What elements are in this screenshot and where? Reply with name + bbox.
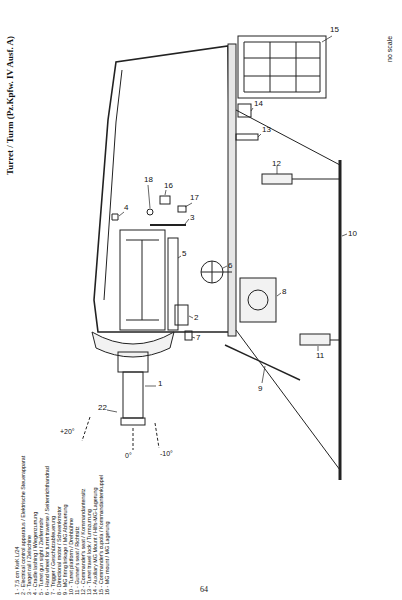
cupola-detail (244, 42, 320, 92)
legend-item: 1 - 7,5 cm KwK L/24 (14, 546, 20, 595)
page-number: 64 (200, 586, 208, 594)
angle-label: -10° (160, 450, 173, 457)
turret-ring (228, 44, 236, 336)
callout-number: 14 (254, 100, 263, 108)
traverse (201, 261, 276, 322)
seat-post (330, 340, 340, 341)
legend-item: 10 - Turret platform / Drehbühne (68, 518, 74, 595)
page-title: Turret / Turm (Pz.Kpfw. IV Ausf. A) (5, 36, 15, 175)
turret-travel-lock (236, 134, 258, 140)
gunners-seat (300, 334, 330, 345)
callout-number: 9 (258, 385, 262, 393)
cradle-lashing (112, 214, 118, 220)
angle-label: 0° (125, 452, 132, 459)
part-18 (147, 209, 153, 215)
elevation-rays (82, 417, 159, 450)
basket (225, 110, 340, 480)
legend-item: 9 - MG firing linkage / MG Abfeuerung (62, 505, 68, 596)
electrical-control (175, 305, 188, 325)
gun-breech (120, 230, 165, 330)
seat-post (292, 179, 340, 180)
muzzle (121, 418, 145, 425)
callout-number: 7 (196, 334, 200, 342)
wheel-shaft (223, 272, 232, 273)
legend-item: 12 - Commander's seat / Kommandantensitz (80, 489, 86, 596)
target-rail (150, 224, 186, 226)
legend-item: 16 - MG mount / MG Lagerung (104, 522, 110, 595)
recoil-sleeve (118, 352, 148, 372)
legend-item: 5 - Turret gun sight / Zielfernrohr (38, 518, 44, 595)
callout-number: 1 (158, 380, 162, 388)
callout-number: 5 (182, 250, 186, 258)
callout-number: 10 (348, 230, 357, 238)
hand-wheel (201, 261, 223, 283)
mg-firing-linkage (225, 345, 300, 380)
commanders-seat (262, 174, 292, 184)
legend-item: 8 - Directional motor / Schwenkmotor (56, 506, 62, 595)
callout-number: 15 (330, 26, 339, 34)
legend-item: 4 - Cradle lashing / Wiegenzurrung (32, 512, 38, 595)
gun-sight (168, 238, 178, 330)
turret-shell (94, 44, 236, 336)
ray-plus (82, 417, 90, 441)
breech-detail (126, 240, 159, 320)
legend-item: 6 - Hand wheel for turret traverse / Sei… (44, 466, 50, 595)
callout-number: 3 (190, 214, 194, 222)
gun-barrel (123, 372, 143, 418)
basket-strut (236, 110, 340, 165)
legend-item: 15 - Commander's cupola / Kommandantenku… (98, 475, 104, 595)
commanders-cupola (238, 36, 326, 98)
ray-minus (155, 423, 159, 448)
legend-item: 14 - Auxiliary MG Mount / Hilfs-MG-Lager… (92, 487, 98, 595)
callout-number: 2 (194, 314, 198, 322)
leader-lines (107, 36, 347, 412)
legend-item: 2 - Electrical control apparatus / Elekt… (20, 456, 26, 595)
callout-number: 22 (98, 404, 107, 412)
ray-zero (133, 428, 134, 450)
callout-number: 17 (190, 194, 199, 202)
cupola (236, 36, 326, 140)
callout-number: 8 (282, 288, 286, 296)
gun-mantlet (92, 332, 174, 357)
callout-number: 13 (262, 126, 271, 134)
gun (92, 196, 192, 425)
legend-item: 3 - Target rail / Zielschine (26, 535, 32, 595)
callout-number: 6 (228, 262, 232, 270)
wheel-spokes (201, 261, 223, 283)
callout-number: 18 (144, 176, 153, 184)
callout-number: 4 (124, 204, 128, 212)
basket-strut (236, 330, 340, 470)
mg-mount (160, 196, 170, 204)
roof-inner-line (104, 70, 122, 300)
callout-number: 12 (272, 160, 281, 168)
motor-end (248, 290, 268, 310)
legend-item: 11 - Gunner's seat / Richtsitz (74, 526, 80, 595)
scale-note: no scale (386, 36, 394, 62)
turret-outline (94, 46, 232, 332)
part-17 (178, 206, 186, 212)
callout-number: 16 (164, 182, 173, 190)
directional-motor (240, 278, 276, 322)
legend-item: 7 - Trigger / Geschützabfeuerung (50, 516, 56, 595)
trigger (185, 331, 192, 340)
turret-platform (339, 160, 342, 480)
legend-item: 13 - Turret travel lock / Turmzurrung (86, 509, 92, 595)
callout-number: 11 (316, 352, 324, 360)
angle-label: +20° (60, 428, 75, 435)
